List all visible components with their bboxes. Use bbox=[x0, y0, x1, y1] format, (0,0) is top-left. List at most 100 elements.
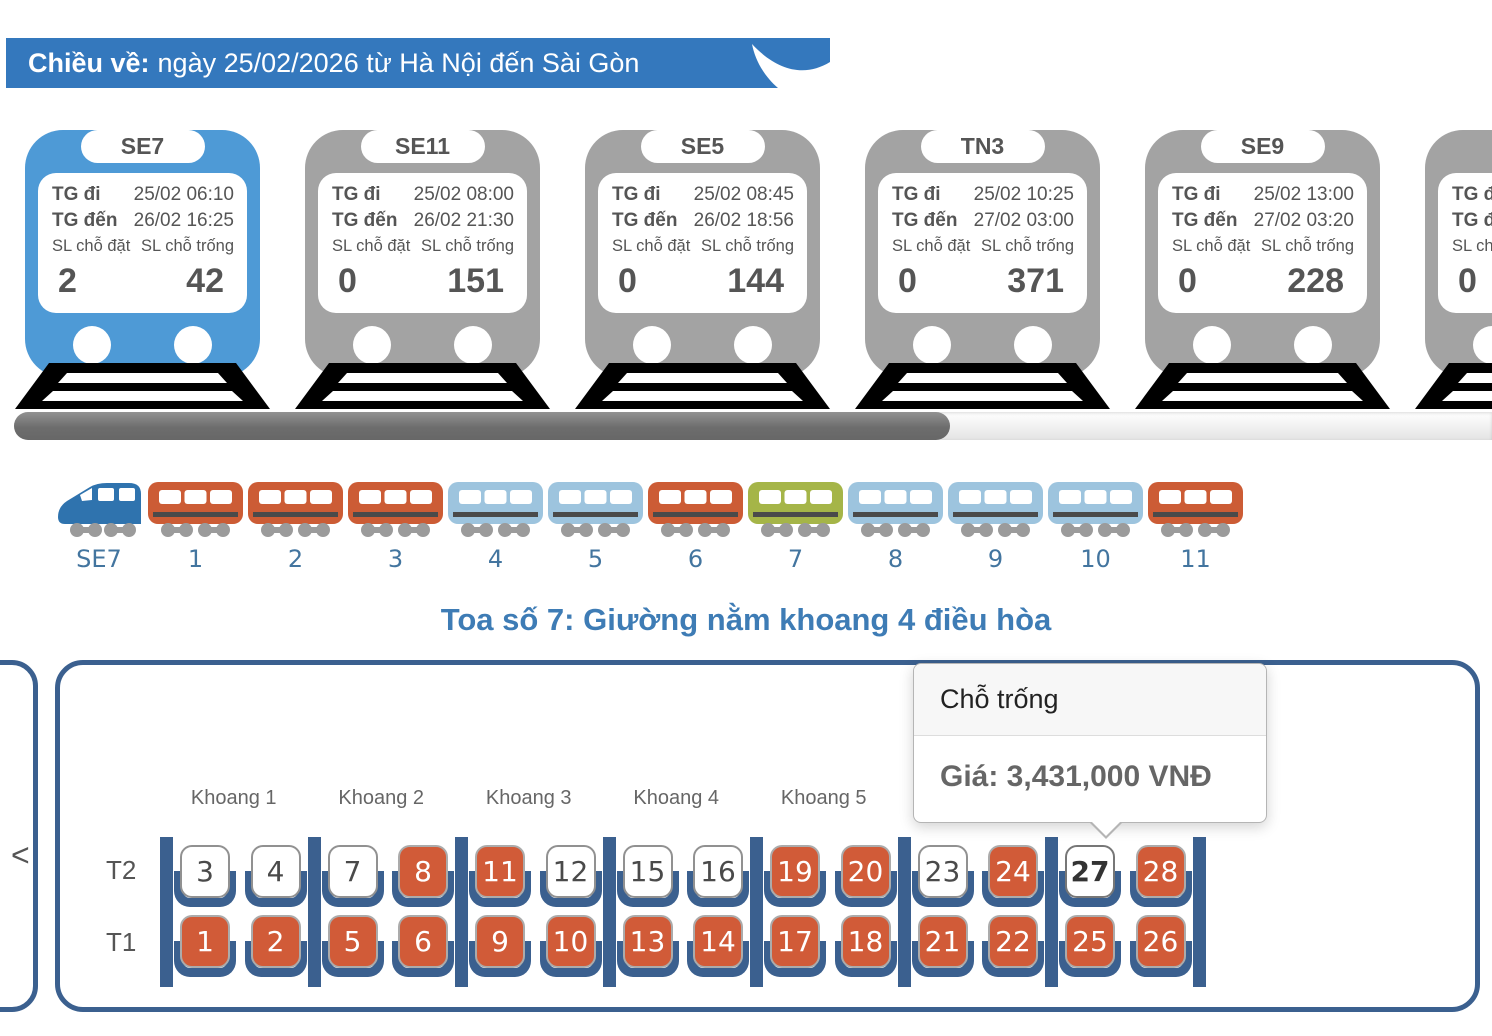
coach-item[interactable]: 9 bbox=[948, 482, 1043, 573]
seat[interactable]: 19 bbox=[770, 845, 820, 898]
coach-item[interactable]: 1 bbox=[148, 482, 243, 573]
arrive-label: TG đến bbox=[1172, 210, 1238, 231]
seat-cell: 20 bbox=[834, 845, 897, 915]
coach-item[interactable]: 2 bbox=[248, 482, 343, 573]
train-light bbox=[353, 326, 391, 364]
train-code-badge: SE11 bbox=[360, 130, 485, 163]
seat[interactable]: 21 bbox=[917, 915, 968, 968]
seat[interactable]: 27 bbox=[1065, 845, 1115, 898]
seat[interactable]: 13 bbox=[622, 915, 673, 968]
seat[interactable]: 17 bbox=[770, 915, 820, 968]
free-label: SL chỗ trống bbox=[981, 237, 1074, 255]
seat-map-panel: Khoang 1 Khoang 2 Khoang 3 Khoang 4 Khoa… bbox=[55, 660, 1480, 1012]
coach-item[interactable]: 8 bbox=[848, 482, 943, 573]
compartment: 15 16 13 14 bbox=[616, 837, 751, 987]
seat[interactable]: 26 bbox=[1135, 915, 1186, 968]
seat[interactable]: 25 bbox=[1065, 915, 1115, 968]
seat[interactable]: 28 bbox=[1135, 845, 1186, 898]
depart-label: TG đi bbox=[612, 184, 661, 205]
seat[interactable]: 15 bbox=[622, 845, 673, 898]
rail-track-icon bbox=[575, 363, 830, 409]
seat[interactable]: 16 bbox=[693, 845, 743, 898]
seat[interactable]: 18 bbox=[840, 915, 891, 968]
coach-item[interactable]: 6 bbox=[648, 482, 743, 573]
train-code-badge: SE5 bbox=[640, 130, 765, 163]
chevron-left-icon[interactable]: < bbox=[11, 837, 30, 873]
seat-cell: 18 bbox=[834, 915, 897, 985]
booked-count: 0 bbox=[1458, 262, 1477, 300]
seat[interactable]: 4 bbox=[250, 845, 301, 898]
compartment-label: Khoang 2 bbox=[338, 787, 425, 809]
coach-item[interactable]: 5 bbox=[548, 482, 643, 573]
train-car-icon bbox=[748, 482, 843, 537]
berth-bracket-icon bbox=[244, 871, 307, 907]
prev-coach-panel[interactable]: < bbox=[0, 660, 38, 1012]
booked-count: 0 bbox=[338, 262, 357, 300]
seat[interactable]: 12 bbox=[545, 845, 596, 898]
berth-bracket-icon bbox=[174, 871, 236, 907]
berth-bracket-icon bbox=[911, 871, 974, 907]
berth-bracket-icon bbox=[764, 941, 826, 977]
compartment-divider bbox=[1192, 837, 1206, 987]
seat[interactable]: 24 bbox=[988, 845, 1038, 898]
seat[interactable]: 22 bbox=[988, 915, 1038, 968]
compartment-divider bbox=[160, 837, 173, 987]
arrive-label: TG đến bbox=[332, 210, 398, 231]
seat-tooltip: Chỗ trống Giá: 3,431,000 VNĐ bbox=[913, 663, 1267, 839]
booked-label: SL chỗ đặt bbox=[1172, 237, 1251, 255]
train-light bbox=[734, 326, 772, 364]
coach-number: 8 bbox=[887, 545, 904, 573]
depart-label: TG đi bbox=[892, 184, 941, 205]
train-car-icon bbox=[1148, 482, 1243, 537]
seat[interactable]: 11 bbox=[475, 845, 525, 898]
locomotive-item[interactable]: SE7 bbox=[55, 482, 143, 573]
coach-item[interactable]: 3 bbox=[348, 482, 443, 573]
train-car-icon bbox=[648, 482, 743, 537]
booked-label: SL chỗ đặt bbox=[1452, 237, 1492, 255]
seat[interactable]: 7 bbox=[327, 845, 378, 898]
seat[interactable]: 9 bbox=[475, 915, 525, 968]
seat[interactable]: 23 bbox=[917, 845, 968, 898]
coach-item[interactable]: 10 bbox=[1048, 482, 1143, 573]
seat[interactable]: 2 bbox=[250, 915, 301, 968]
berth-bracket-icon bbox=[539, 871, 602, 907]
coach-number: 5 bbox=[587, 545, 604, 573]
coach-number: 6 bbox=[687, 545, 704, 573]
berth-bracket-icon bbox=[687, 941, 749, 977]
seat-cell: 2 bbox=[244, 915, 307, 985]
seat[interactable]: 5 bbox=[327, 915, 378, 968]
train-code-badge: TN3 bbox=[920, 130, 1045, 163]
coach-item[interactable]: 11 bbox=[1148, 482, 1243, 573]
seat-cell: 5 bbox=[321, 915, 384, 985]
seat[interactable]: 14 bbox=[693, 915, 743, 968]
train-light bbox=[1014, 326, 1052, 364]
seat[interactable]: 6 bbox=[398, 915, 448, 968]
coach-item[interactable]: 7 bbox=[748, 482, 843, 573]
train-list-scrollbar-track[interactable] bbox=[14, 412, 1492, 440]
seat-cell: 26 bbox=[1129, 915, 1192, 985]
seat[interactable]: 20 bbox=[840, 845, 891, 898]
train-light bbox=[454, 326, 492, 364]
seat[interactable]: 10 bbox=[545, 915, 596, 968]
coach-item[interactable]: 4 bbox=[448, 482, 543, 573]
train-list-scrollbar-thumb[interactable] bbox=[14, 412, 950, 440]
seat[interactable]: 1 bbox=[180, 915, 230, 968]
seat[interactable]: 3 bbox=[180, 845, 230, 898]
berth-bracket-icon bbox=[469, 871, 531, 907]
berth-bracket-icon bbox=[1059, 871, 1121, 907]
free-count: 371 bbox=[1007, 262, 1064, 300]
seat[interactable]: 8 bbox=[398, 845, 448, 898]
seat-cell: 24 bbox=[982, 845, 1044, 915]
booked-label: SL chỗ đặt bbox=[332, 237, 411, 255]
